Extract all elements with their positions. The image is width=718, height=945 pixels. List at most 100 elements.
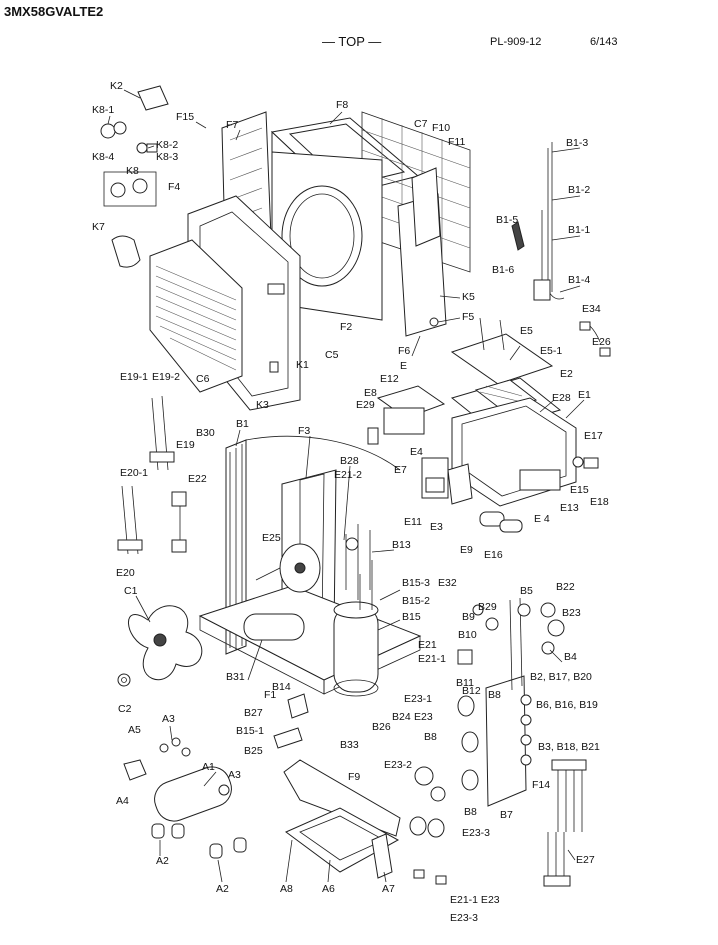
terminal-block-e12-e8	[367, 385, 446, 445]
label-e21: E21	[418, 639, 437, 651]
label-k5: K5	[462, 291, 475, 303]
label-k3: K3	[256, 399, 269, 411]
label-b15-3: B15-3	[402, 577, 430, 589]
label-b2: B2, B17, B20	[530, 671, 592, 683]
label-a2b: A2	[216, 883, 229, 895]
label-b1: B1	[236, 418, 249, 430]
sensors-e34-e26	[579, 321, 611, 357]
label-e15: E15	[570, 484, 589, 496]
label-f9: F9	[348, 771, 360, 783]
label-b29: B29	[478, 601, 497, 613]
reactor-e11-e3	[421, 457, 473, 505]
label-c7: C7	[414, 118, 428, 130]
label-e17: E17	[584, 430, 603, 442]
label-e1: E1	[578, 389, 591, 401]
label-b3: B3, B18, B21	[538, 741, 600, 753]
label-f3: F3	[298, 425, 310, 437]
label-b13: B13	[392, 539, 411, 551]
label-f14: F14	[532, 779, 550, 791]
label-e20-1: E20-1	[120, 467, 148, 479]
label-e21-1: E21-1	[418, 653, 446, 665]
page-number: 6/143	[590, 36, 618, 48]
label-e32: E32	[438, 577, 457, 589]
label-b1-6: B1-6	[492, 264, 514, 276]
bracket-a7	[371, 833, 393, 879]
label-b33: B33	[340, 739, 359, 751]
accumulator-b15	[243, 613, 305, 641]
label-b1-4: B1-4	[568, 274, 590, 286]
label-b24: B24	[392, 711, 411, 723]
coils-b8-b12	[457, 695, 479, 791]
nut-c2	[117, 673, 131, 687]
label-e9: E9	[460, 544, 473, 556]
label-f5: F5	[462, 311, 474, 323]
label-a4: A4	[116, 795, 129, 807]
label-e23-2: E23-2	[384, 759, 412, 771]
label-b31: B31	[226, 671, 245, 683]
fan-c1	[128, 605, 203, 681]
label-b8c: B8	[464, 806, 477, 818]
capacitors-e9-e16	[479, 511, 523, 533]
label-b15: B15	[402, 611, 421, 623]
label-b1-5: B1-5	[496, 214, 518, 226]
label-c6: C6	[196, 373, 210, 385]
label-c5: C5	[325, 349, 339, 361]
label-a3a: A3	[162, 713, 175, 725]
label-b12: B12	[462, 685, 481, 697]
label-b8b: B8	[424, 731, 437, 743]
label-f15: F15	[176, 111, 194, 123]
label-k8-1: K8-1	[92, 104, 114, 116]
piping-b1	[511, 142, 565, 301]
label-b8a: B8	[488, 689, 501, 701]
label-e3: E3	[430, 521, 443, 533]
label-b15-2: B15-2	[402, 595, 430, 607]
label-b28: B28	[340, 455, 359, 467]
service-valves-b5-b22-b23	[517, 602, 565, 655]
label-e25: E25	[262, 532, 281, 544]
k2-pad	[137, 85, 169, 111]
valves-b9-b10-b29	[457, 604, 499, 665]
plate-number: PL-909-12	[490, 36, 542, 48]
model-number: 3MX58GVALTE2	[4, 4, 104, 19]
label-e27: E27	[576, 854, 595, 866]
label-c2: C2	[118, 703, 132, 715]
k8-fittings	[100, 121, 158, 268]
harness-e22	[171, 491, 187, 553]
label-a2a: A2	[156, 855, 169, 867]
label-b26: B26	[372, 721, 391, 733]
label-b14: B14	[272, 681, 291, 693]
label-a5: A5	[128, 724, 141, 736]
label-b11: B11	[456, 677, 474, 689]
label-e23-3: E23-3	[462, 827, 490, 839]
label-a8: A8	[280, 883, 293, 895]
label-e13: E13	[560, 502, 579, 514]
view-label: — TOP —	[322, 34, 382, 49]
label-e21-2: E21-2	[334, 469, 362, 481]
label-k2: K2	[110, 80, 123, 92]
label-b22: B22	[556, 581, 575, 593]
label-b27: B27	[244, 707, 263, 719]
label-e2: E2	[560, 368, 573, 380]
label-e18: E18	[590, 496, 609, 508]
label-e16: E16	[484, 549, 503, 561]
label-f6: F6	[398, 345, 410, 357]
drain-a-parts	[123, 737, 247, 859]
label-f2: F2	[340, 321, 352, 333]
label-a3b: A3	[228, 769, 241, 781]
harness-e27	[543, 759, 587, 887]
label-e12: E12	[380, 373, 399, 385]
label-e8: E8	[364, 387, 377, 399]
front-grille-c6	[149, 239, 243, 393]
label-f7: F7	[226, 119, 238, 131]
label-f10: F10	[432, 122, 450, 134]
label-e19-1: E19-1	[120, 371, 148, 383]
leader-lines	[107, 89, 585, 883]
label-e23-1: E23-1	[404, 693, 432, 705]
label-k7: K7	[92, 221, 105, 233]
label-e5-1: E5-1	[540, 345, 562, 357]
label-a1: A1	[202, 761, 215, 773]
brackets-b27-b25	[273, 693, 309, 749]
label-k8-3: K8-3	[156, 151, 178, 163]
label-e23-3-bottom: E23-3	[450, 912, 478, 924]
label-b7: B7	[500, 809, 513, 821]
